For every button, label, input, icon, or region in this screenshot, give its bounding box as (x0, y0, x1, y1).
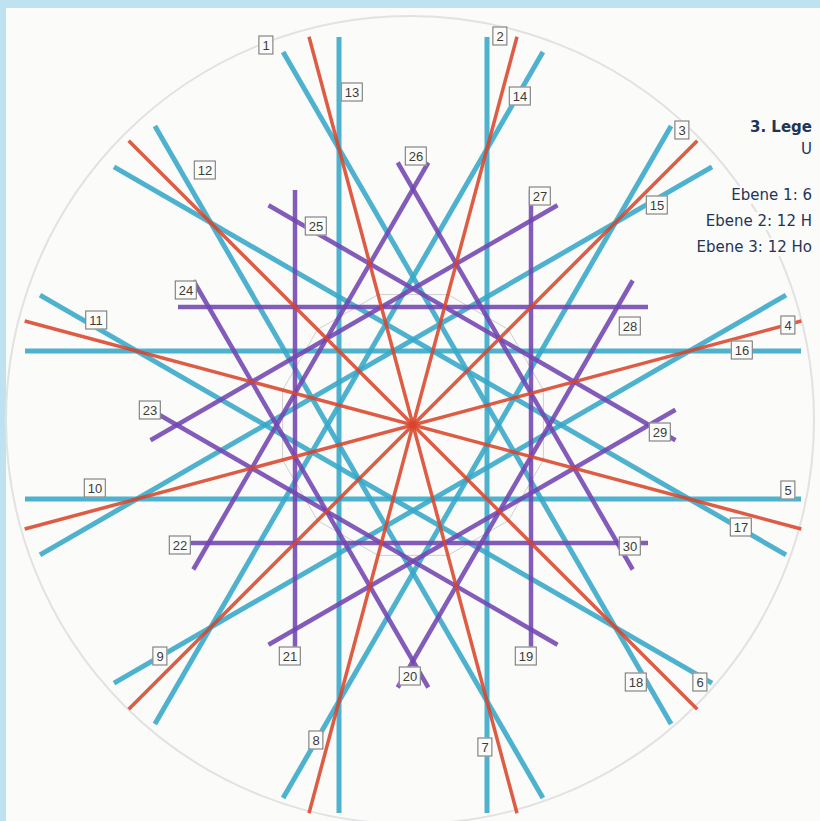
legend-note: Ebene 1: 6 (729, 186, 814, 204)
callout-number: 5 (780, 481, 795, 500)
callout-number: 23 (139, 401, 161, 420)
purple-line (269, 410, 676, 645)
purple-line (193, 163, 428, 570)
callout-number: 21 (279, 647, 301, 666)
callout-number: 1 (258, 36, 273, 55)
legend-note: 3. Lege (748, 118, 814, 136)
callout-number: 6 (692, 673, 707, 692)
purple-line (193, 281, 428, 688)
purple-line (529, 190, 534, 660)
callout-number: 27 (529, 187, 551, 206)
callout-number: 12 (194, 161, 216, 180)
legend-note: Ebene 2: 12 H (704, 212, 814, 230)
callout-number: 15 (646, 196, 668, 215)
legend-note: Ebene 3: 12 Ho (695, 238, 814, 256)
callout-number: 24 (175, 281, 197, 300)
purple-line (293, 190, 298, 660)
line-pattern (25, 37, 802, 814)
callout-number: 2 (492, 27, 507, 46)
callout-number: 14 (509, 87, 531, 106)
red-line (309, 37, 517, 814)
callout-number: 26 (405, 147, 427, 166)
callout-number: 19 (515, 647, 537, 666)
callout-number: 3 (674, 121, 689, 140)
purple-line (178, 305, 648, 310)
purple-line (269, 205, 676, 440)
callout-number: 25 (305, 217, 327, 236)
callout-number: 29 (649, 423, 671, 442)
callout-number: 16 (731, 341, 753, 360)
callout-number: 13 (341, 83, 363, 102)
callout-number: 18 (625, 673, 647, 692)
callout-number: 22 (169, 536, 191, 555)
red-line (309, 37, 517, 814)
callout-number: 8 (308, 731, 323, 750)
callout-number: 9 (152, 647, 167, 666)
purple-line (151, 205, 558, 440)
callout-number: 17 (730, 518, 752, 537)
purple-line (151, 410, 558, 645)
callout-number: 30 (619, 537, 641, 556)
callout-number: 20 (399, 667, 421, 686)
purple-line (398, 281, 633, 688)
purple-line (398, 163, 633, 570)
callout-number: 4 (780, 316, 795, 335)
guide-circle (6, 16, 814, 821)
callout-number: 11 (85, 311, 107, 330)
legend-note: U (799, 140, 814, 158)
callout-number: 10 (84, 479, 106, 498)
callout-number: 7 (477, 738, 492, 757)
callout-number: 28 (619, 317, 641, 336)
purple-line (178, 541, 648, 546)
